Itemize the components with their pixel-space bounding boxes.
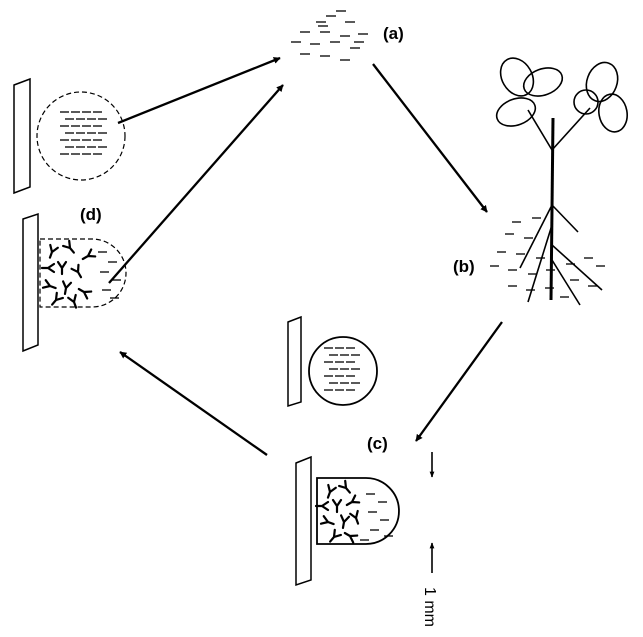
scale-label: 1 mm [421, 587, 438, 627]
slide-c-lower [295, 455, 312, 587]
hypha-mark [62, 280, 73, 296]
arrow-a-to-b [372, 63, 488, 213]
drop-d [36, 91, 126, 181]
hypha-mark [349, 509, 360, 525]
arrow-c-to-d [119, 351, 268, 456]
label-d: (d) [80, 205, 102, 224]
hypha-mark [326, 483, 337, 499]
arrow-d-to-a-top [117, 56, 281, 125]
arrow-d-to-a-bottom [108, 84, 284, 284]
hypha-mark [331, 498, 343, 514]
hypha-mark [329, 528, 343, 543]
hypha-mark [51, 291, 65, 306]
drop-c [308, 336, 378, 406]
label-a: (a) [383, 24, 404, 43]
sealed-drop-d [39, 238, 127, 308]
hypha-mark [345, 494, 361, 507]
arrow-b-to-c [415, 321, 503, 442]
hypha-mark [340, 514, 351, 530]
hypha-mark [343, 531, 359, 544]
hypha-mark [56, 260, 68, 276]
label-c: (c) [367, 434, 388, 453]
hypha-mark [337, 479, 351, 494]
slide-c-upper [287, 315, 302, 408]
hypha-mark [319, 515, 335, 526]
hypha-mark [314, 500, 330, 512]
label-b: (b) [453, 257, 475, 276]
stage-d-slide-culture [13, 77, 127, 353]
stage-b-soil-cells [490, 217, 605, 298]
hypha-mark [40, 262, 56, 274]
stage-b-plant [495, 57, 628, 306]
slide-d-upper [13, 77, 31, 195]
hypha-mark [48, 243, 59, 259]
hypha-mark [81, 248, 97, 261]
stage-a-spores [291, 10, 368, 61]
hypha-mark [41, 279, 57, 290]
scale-bar: 1 mm [421, 452, 438, 627]
hypha-mark [67, 293, 78, 309]
hypha-mark [70, 263, 83, 279]
hypha-mark [77, 287, 93, 300]
slide-d-lower [22, 212, 39, 353]
hypha-mark [61, 239, 75, 254]
